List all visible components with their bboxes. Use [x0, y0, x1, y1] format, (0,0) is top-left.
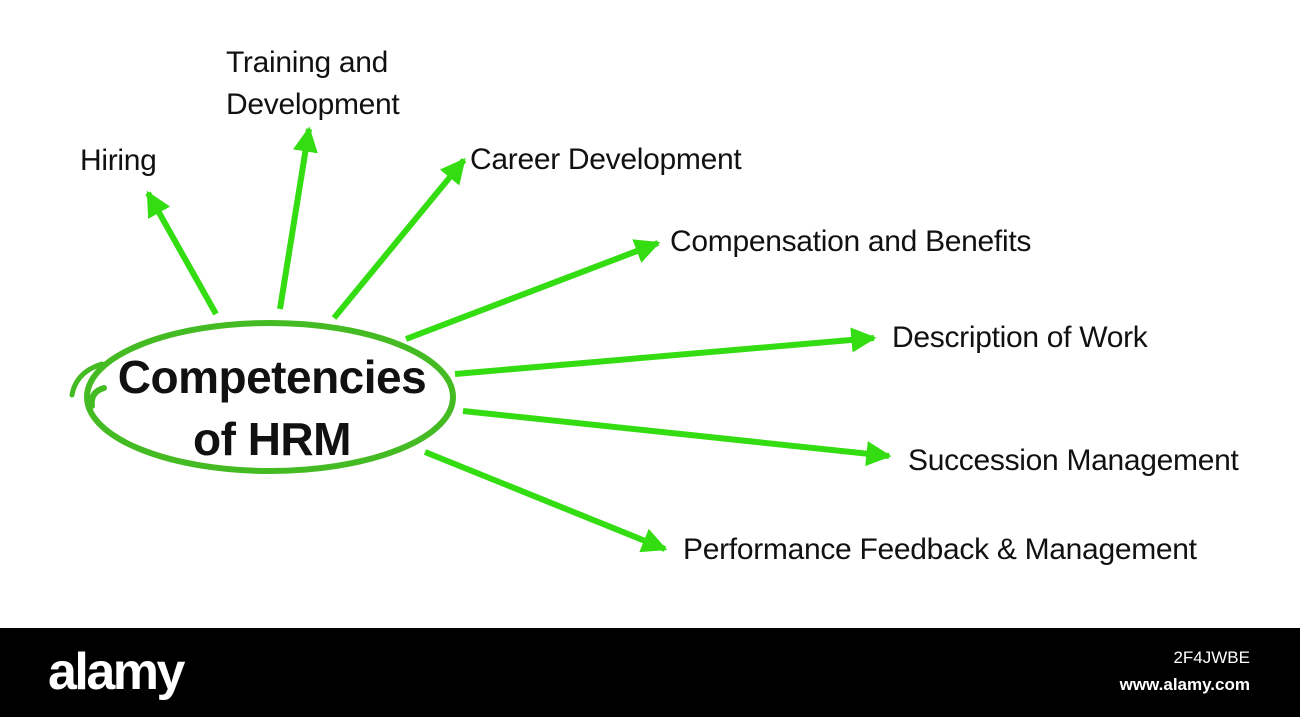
arrow-performance	[423, 449, 668, 553]
label-compensation-benefits: Compensation and Benefits	[670, 221, 1031, 263]
hrm-competencies-diagram: Competencies of HRM Hiring Training and …	[69, 42, 1239, 571]
label-succession-text: Succession Management	[908, 444, 1239, 477]
label-hiring: Hiring	[80, 140, 157, 182]
arrow-compensation	[404, 239, 661, 342]
label-career-text: Career Development	[470, 143, 742, 176]
label-performance-feedback: Performance Feedback & Management	[683, 529, 1197, 571]
label-hiring-text: Hiring	[80, 144, 157, 177]
label-training-line1: Training and	[226, 46, 389, 79]
site-url: www.alamy.com	[1119, 675, 1250, 694]
alamy-logo: alamy	[48, 643, 185, 701]
label-description-text: Description of Work	[892, 321, 1148, 354]
arrow-career	[331, 158, 467, 320]
center-title: Competencies of HRM	[102, 346, 442, 470]
label-training-development: Training and Development	[226, 42, 400, 126]
ellipse-stroke-hook	[88, 385, 107, 409]
watermark-footer: alamy 2F4JWBE www.alamy.com	[0, 628, 1300, 717]
arrow-hiring	[145, 190, 219, 316]
label-compensation-text: Compensation and Benefits	[670, 225, 1032, 258]
label-career-development: Career Development	[470, 139, 742, 181]
label-performance-text: Performance Feedback & Management	[683, 533, 1197, 566]
image-id: 2F4JWBE	[1173, 648, 1250, 667]
center-ellipse	[84, 320, 456, 474]
label-succession-management: Succession Management	[908, 440, 1239, 482]
center-title-line1: Competencies	[117, 351, 427, 403]
label-description-of-work: Description of Work	[892, 317, 1148, 359]
ellipse-stroke-tail	[69, 361, 105, 398]
arrow-training	[277, 126, 318, 310]
arrow-description	[454, 327, 877, 377]
label-training-line2: Development	[226, 88, 400, 121]
center-title-line2: of HRM	[193, 413, 351, 465]
diagram-graphics	[69, 126, 892, 553]
arrow-succession	[462, 408, 892, 467]
